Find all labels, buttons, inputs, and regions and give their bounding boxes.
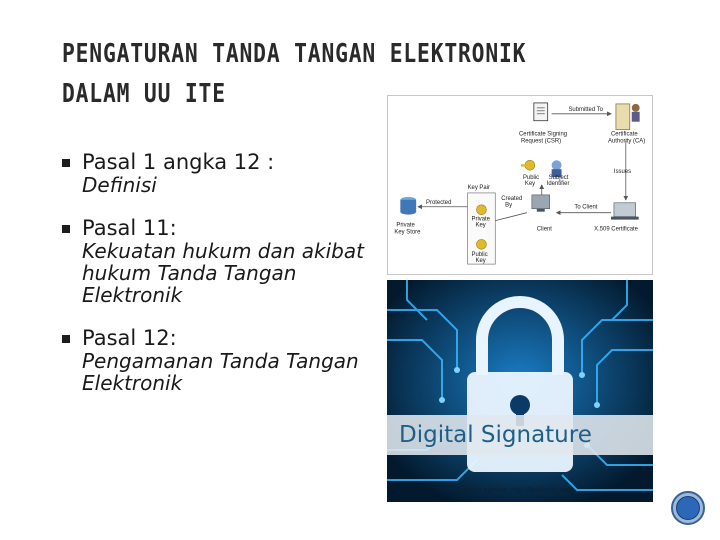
bullet-item: Pasal 12: Pengamanan Tanda Tangan Elektr… (62, 326, 372, 394)
bullet-heading: Pasal 11: (82, 216, 177, 240)
bullet-heading: Pasal 1 angka 12 : (82, 150, 275, 174)
created-by-label-1: Created (501, 196, 522, 202)
x509-label: X.509 Certificate (594, 226, 638, 232)
navigation-circle-icon (676, 496, 700, 520)
digital-signature-image: Digital Signature Sumber gambar: http://… (387, 280, 653, 502)
bullet-detail: Definisi (82, 173, 157, 197)
subject-identifier-label-2: Identifier (547, 181, 570, 187)
bullet-detail: Pengamanan Tanda Tangan Elektronik (82, 349, 359, 395)
certificate-laptop-icon (610, 202, 639, 220)
slide-navigation-button[interactable] (671, 491, 705, 525)
private-key-label-1: Private (472, 217, 491, 223)
public-key-pair-icon (476, 239, 487, 250)
csr-document-icon (533, 102, 549, 122)
public-key-pair-label-1: Public (472, 252, 488, 258)
bullet-item: Pasal 1 angka 12 : Definisi (62, 150, 372, 196)
ca-label-1: Certificate (611, 132, 638, 138)
circuit-lock-illustration (387, 280, 653, 502)
key-pair-label: Key Pair (468, 185, 490, 191)
protected-label: Protected (426, 200, 451, 206)
pki-diagram-svg: Submitted To Certificate Signing Request… (394, 102, 645, 265)
bullet-detail: Kekuatan hukum dan akibat hukum Tanda Ta… (82, 239, 364, 307)
issues-label: Issues (614, 169, 631, 175)
slide-title-line-1: PENGATURAN TANDA TANGAN ELEKTRONIK (62, 39, 527, 69)
image-source-credit: Sumber gambar: http://kindleitch.com (457, 487, 573, 494)
bullet-square-icon (62, 225, 70, 233)
submitted-to-label: Submitted To (568, 107, 603, 113)
key-store-label-2: Key Store (394, 229, 421, 235)
client-label: Client (537, 226, 552, 232)
slide-title: PENGATURAN TANDA TANGAN ELEKTRONIK DALAM… (62, 34, 527, 114)
bullet-heading: Pasal 12: (82, 326, 177, 350)
digital-signature-banner: Digital Signature (387, 415, 653, 455)
csr-label-2: Request (CSR) (521, 138, 561, 144)
to-client-label: To Client (574, 205, 597, 211)
public-key-pair-label-2: Key (476, 258, 486, 264)
csr-label-1: Certificate Signing (519, 132, 567, 138)
subject-identifier-icon (551, 160, 562, 178)
public-key-label-1: Public (523, 175, 539, 181)
bullet-square-icon (62, 335, 70, 343)
private-key-icon (476, 204, 487, 215)
slide-title-line-2: DALAM UU ITE (62, 79, 226, 109)
public-key-label-2: Key (525, 181, 535, 187)
bullet-list: Pasal 1 angka 12 : Definisi Pasal 11: Ke… (62, 150, 372, 414)
subject-identifier-label-1: Subject (549, 175, 569, 181)
bullet-square-icon (62, 159, 70, 167)
key-store-icon (400, 196, 417, 215)
bullet-item: Pasal 11: Kekuatan hukum dan akibat huku… (62, 216, 372, 306)
key-store-label-1: Private (396, 223, 415, 229)
ca-label-2: Authority (CA) (608, 138, 645, 144)
public-key-icon (520, 159, 536, 171)
ca-server-icon (615, 103, 640, 131)
client-computer-icon (531, 194, 550, 212)
private-key-label-2: Key (476, 223, 486, 229)
created-by-label-2: By (505, 203, 512, 209)
pki-diagram: Submitted To Certificate Signing Request… (387, 95, 653, 275)
